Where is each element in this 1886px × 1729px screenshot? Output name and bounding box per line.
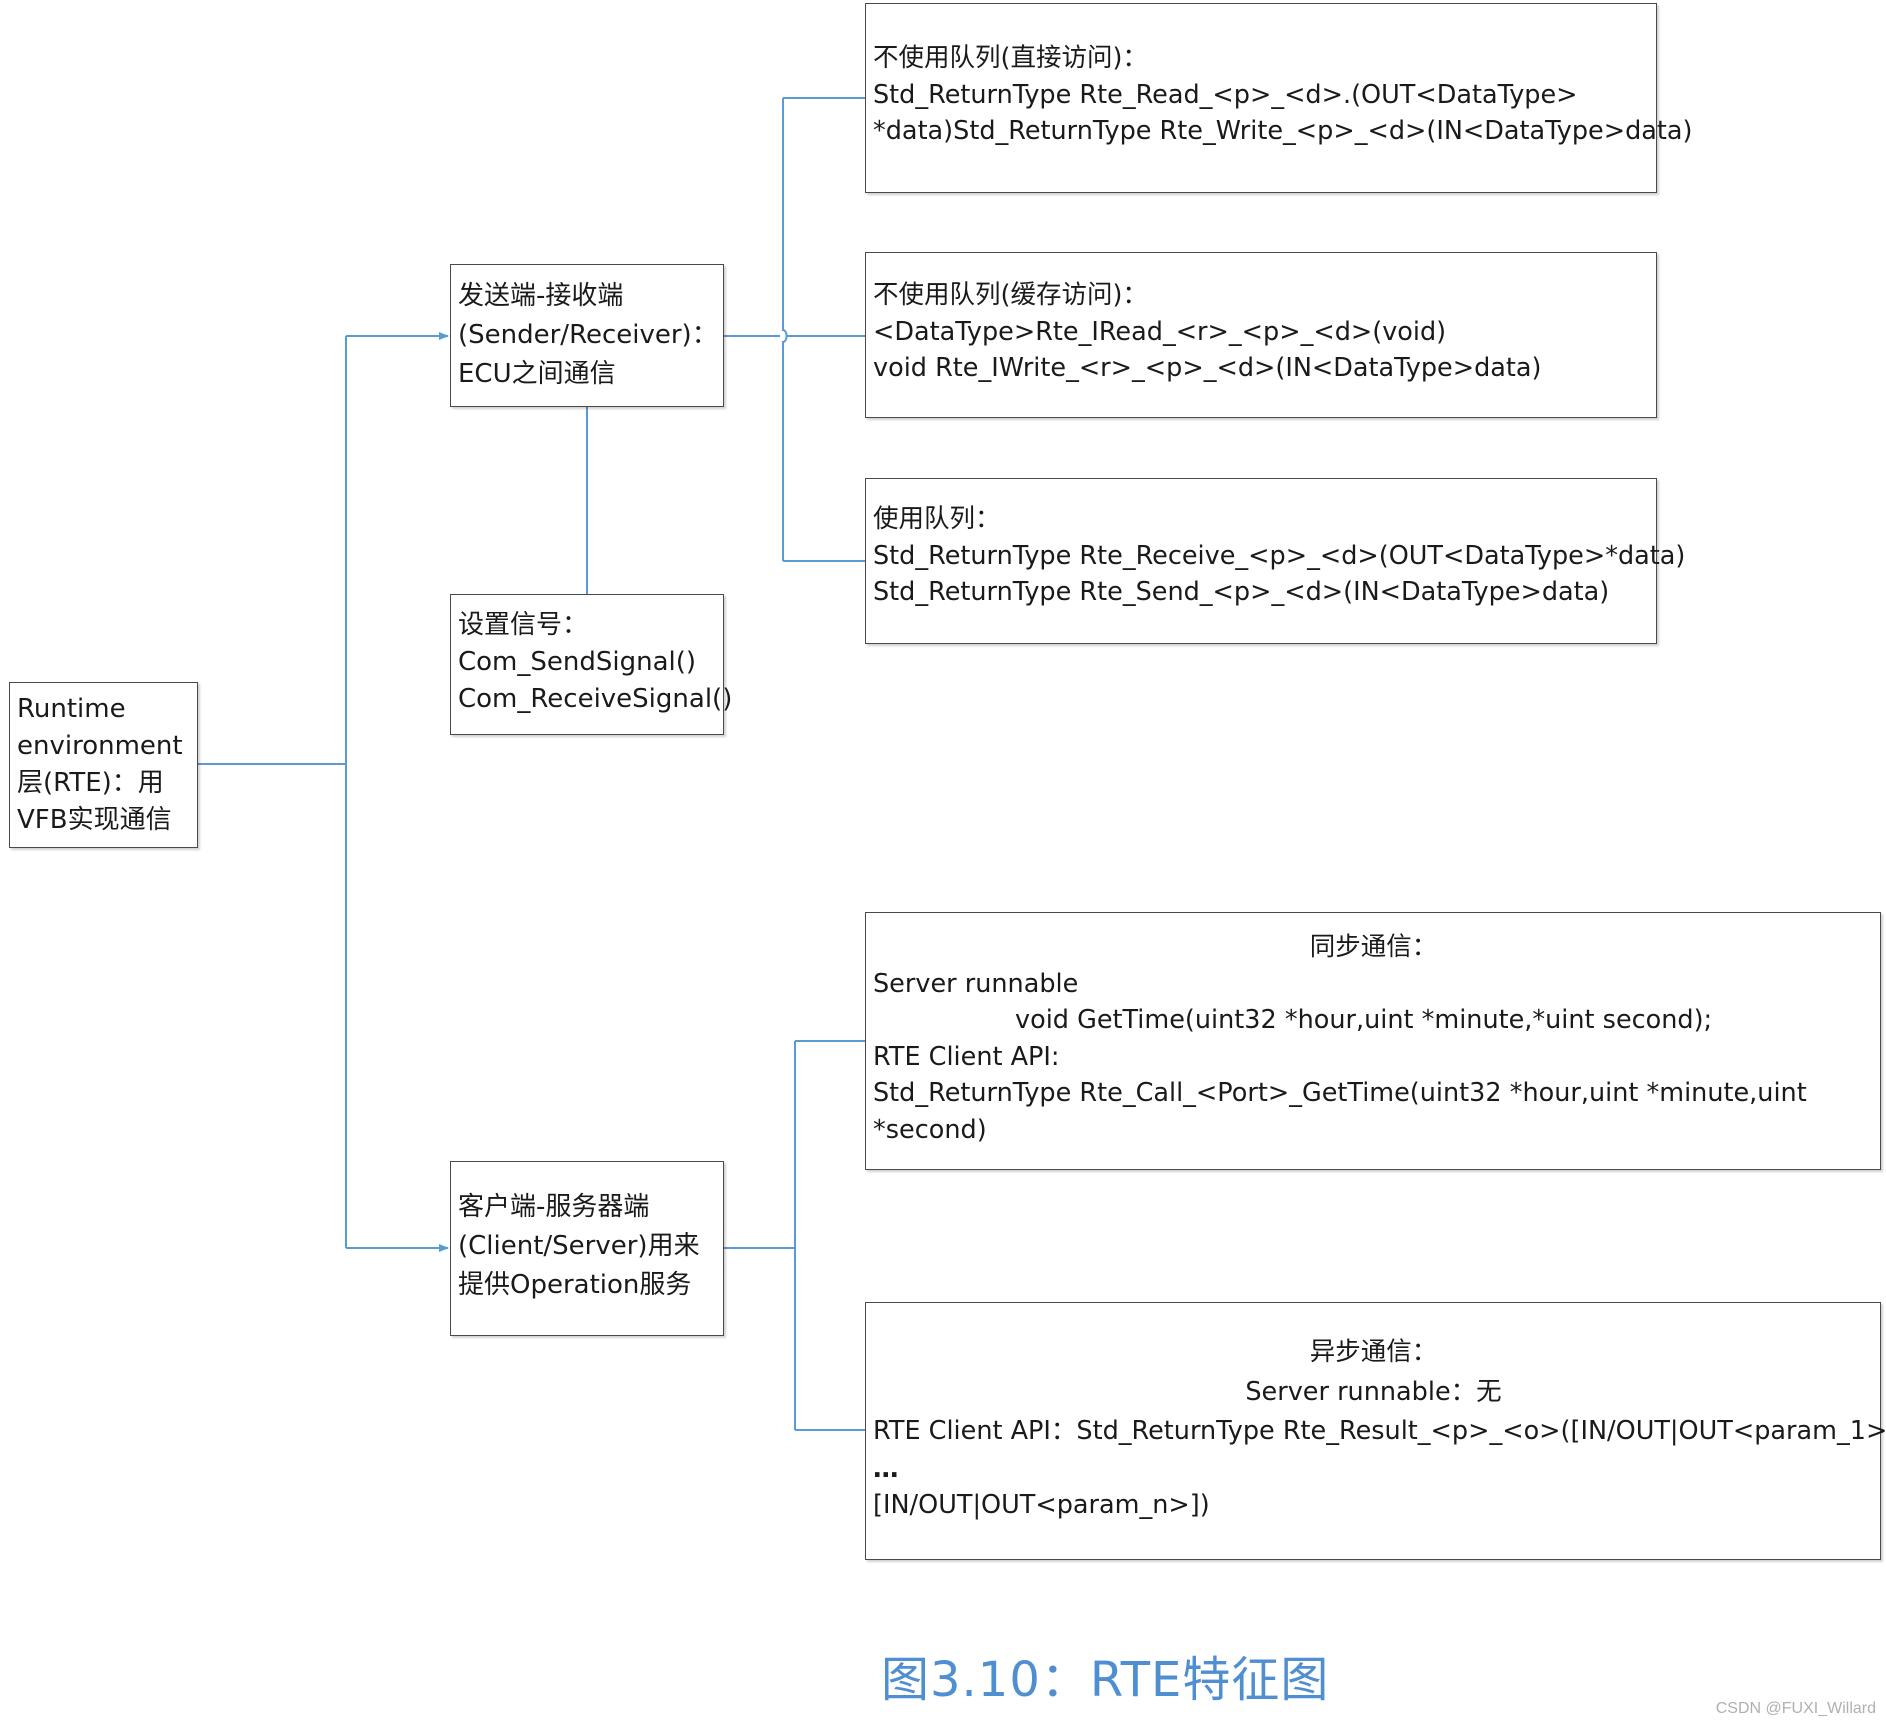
- buffered-access-node: 不使用队列(缓存访问)： <DataType>Rte_IRead_<r>_<p>…: [865, 252, 1657, 418]
- set-signal-node: 设置信号： Com_SendSignal() Com_ReceiveSignal…: [450, 594, 733, 735]
- sender-receiver-node: 发送端-接收端 (Sender/Receiver)： ECU之间通信: [450, 264, 724, 407]
- async-comm-line: RTE Client API：Std_ReturnType Rte_Result…: [873, 1416, 1886, 1446]
- async-comm-server-line: Server runnable：无: [1245, 1377, 1502, 1407]
- set-signal-line: Com_SendSignal(): [458, 647, 697, 677]
- set-signal-line: 设置信号：: [458, 610, 589, 640]
- rte-line: VFB实现通信: [17, 805, 172, 835]
- sender-receiver-line: ECU之间通信: [458, 359, 616, 389]
- connector-sr-trunk: [782, 98, 788, 561]
- sync-comm-title: 同步通信：: [1309, 932, 1438, 962]
- rte-line: 层(RTE)：用: [17, 768, 164, 798]
- sender-receiver-line: (Sender/Receiver)：: [458, 320, 718, 350]
- async-comm-title: 异步通信：: [1309, 1337, 1438, 1367]
- rte-node: Runtime environment 层(RTE)：用 VFB实现通信: [9, 682, 198, 848]
- set-signal-line: Com_ReceiveSignal(): [458, 684, 733, 714]
- client-server-line: 提供Operation服务: [458, 1270, 692, 1300]
- queue-line: Std_ReturnType Rte_Receive_<p>_<d>(OUT<D…: [873, 540, 1686, 571]
- client-server-line: 客户端-服务器端: [458, 1192, 650, 1222]
- buffered-access-line: <DataType>Rte_IRead_<r>_<p>_<d>(void): [873, 316, 1447, 347]
- queue-line: 使用队列：: [873, 504, 1001, 534]
- queue-line: Std_ReturnType Rte_Send_<p>_<d>(IN<DataT…: [873, 577, 1610, 607]
- sync-comm-node: 同步通信： Server runnable void GetTime(uint3…: [865, 912, 1881, 1170]
- async-comm-ellipsis: …: [873, 1454, 900, 1484]
- buffered-access-line: 不使用队列(缓存访问)：: [873, 280, 1148, 310]
- figure-caption: 图3.10：RTE特征图: [881, 1652, 1330, 1708]
- sync-comm-line: Std_ReturnType Rte_Call_<Port>_GetTime(u…: [873, 1078, 1807, 1108]
- sync-comm-line: RTE Client API:: [873, 1041, 1060, 1072]
- watermark: CSDN @FUXI_Willard: [1715, 1700, 1876, 1717]
- sender-receiver-line: 发送端-接收端: [458, 281, 624, 311]
- direct-access-line: 不使用队列(直接访问)：: [873, 43, 1148, 73]
- sync-comm-line: Server runnable: [873, 968, 1079, 999]
- direct-access-line: Std_ReturnType Rte_Read_<p>_<d>.(OUT<Dat…: [873, 79, 1578, 110]
- client-server-line: (Client/Server)用来: [458, 1231, 700, 1261]
- queue-node: 使用队列： Std_ReturnType Rte_Receive_<p>_<d>…: [865, 478, 1686, 644]
- async-comm-node: 异步通信： Server runnable：无 RTE Client API：S…: [865, 1302, 1886, 1560]
- buffered-access-line: void Rte_IWrite_<r>_<p>_<d>(IN<DataType>…: [873, 353, 1542, 383]
- client-server-node: 客户端-服务器端 (Client/Server)用来 提供Operation服务: [450, 1161, 724, 1336]
- direct-access-node: 不使用队列(直接访问)： Std_ReturnType Rte_Read_<p>…: [865, 3, 1693, 193]
- sync-comm-line: *second): [873, 1114, 987, 1145]
- async-comm-line: [IN/OUT|OUT<param_n>]): [873, 1490, 1210, 1520]
- sync-comm-line: void GetTime(uint32 *hour,uint *minute,*…: [1015, 1005, 1713, 1035]
- rte-line: environment: [17, 731, 183, 761]
- rte-line: Runtime: [17, 694, 126, 724]
- direct-access-line: *data)Std_ReturnType Rte_Write_<p>_<d>(I…: [873, 116, 1693, 146]
